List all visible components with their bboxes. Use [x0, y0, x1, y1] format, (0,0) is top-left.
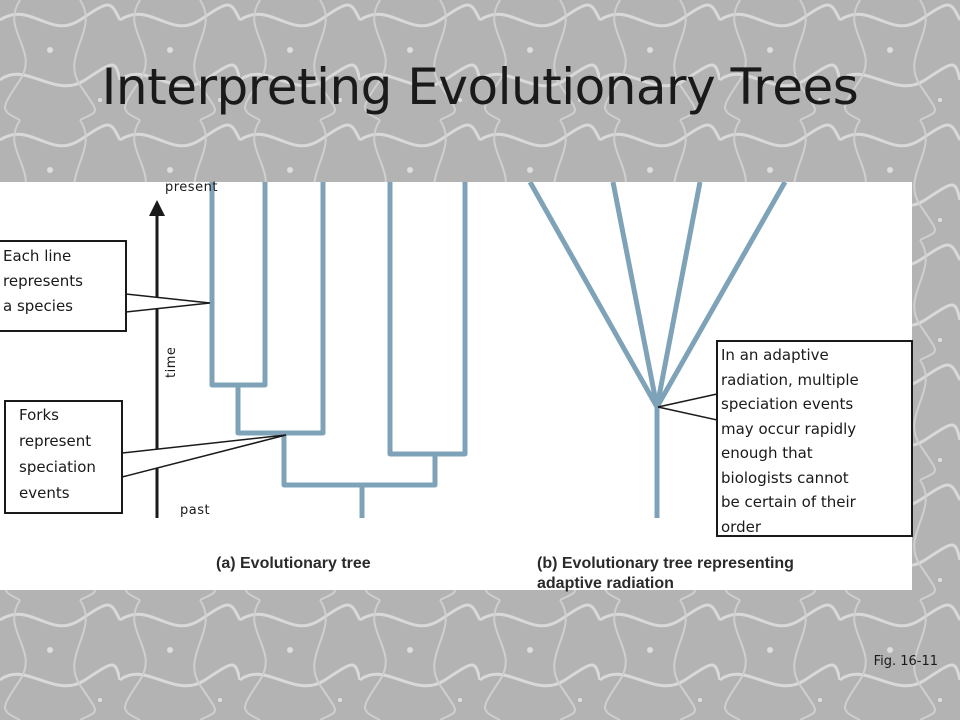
- tree-b-radiation: [527, 182, 788, 518]
- slide-title: Interpreting Evolutionary Trees: [101, 58, 859, 116]
- callout-species: Each line represents a species: [0, 240, 127, 332]
- axis-past-label: past: [180, 503, 211, 518]
- radiation-branch-1: [527, 182, 660, 409]
- branch-species-1-2: [209, 182, 268, 388]
- pointer-species: [125, 293, 211, 313]
- branch-root-join: [281, 433, 438, 488]
- callout-radiation-line: biologists cannot: [721, 468, 849, 487]
- axis-time-label: time: [164, 346, 179, 378]
- radiation-branch-2: [610, 182, 660, 408]
- caption-panel-b: (b) Evolutionary tree representing adapt…: [537, 554, 794, 594]
- callout-forks-line: events: [19, 484, 70, 502]
- pointer-radiation: [657, 393, 718, 421]
- caption-panel-a: (a) Evolutionary tree: [216, 555, 371, 572]
- branch-clade-4-5: [387, 182, 468, 457]
- callout-radiation-line: enough that: [721, 444, 813, 462]
- callout-radiation-line: be certain of their: [721, 493, 856, 511]
- callout-radiation: In an adaptive radiation, multiple speci…: [716, 340, 913, 537]
- callout-radiation-line: order: [721, 517, 761, 536]
- callout-species-line: represents: [3, 272, 83, 290]
- callout-radiation-line: In an adaptive: [721, 346, 829, 364]
- callout-radiation-line: speciation events: [721, 395, 854, 413]
- callout-radiation-line: radiation, multiple: [721, 370, 859, 389]
- callout-species-line: Each line: [3, 247, 72, 265]
- callout-forks: Forks represent speciation events: [4, 400, 123, 514]
- callout-species-line: a species: [3, 297, 73, 315]
- branch-clade-1-3: [235, 182, 326, 436]
- tree-a-branches: [209, 182, 468, 518]
- callout-forks-line: Forks: [19, 406, 59, 424]
- figure-reference: Fig. 16-11: [873, 654, 938, 669]
- pointer-forks: [121, 434, 287, 478]
- evolutionary-tree-figure: [121, 182, 788, 518]
- time-axis-arrow: [149, 200, 165, 518]
- callout-radiation-line: may occur rapidly: [721, 419, 857, 438]
- caption-panel-b-line-2: adaptive radiation: [537, 575, 674, 592]
- radiation-branch-4: [654, 182, 788, 409]
- callout-forks-line: speciation: [19, 458, 96, 476]
- caption-panel-b-line-1: (b) Evolutionary tree representing: [537, 555, 794, 572]
- callout-forks-line: represent: [19, 432, 92, 450]
- axis-present-label: present: [165, 180, 218, 195]
- radiation-branch-3: [654, 182, 703, 408]
